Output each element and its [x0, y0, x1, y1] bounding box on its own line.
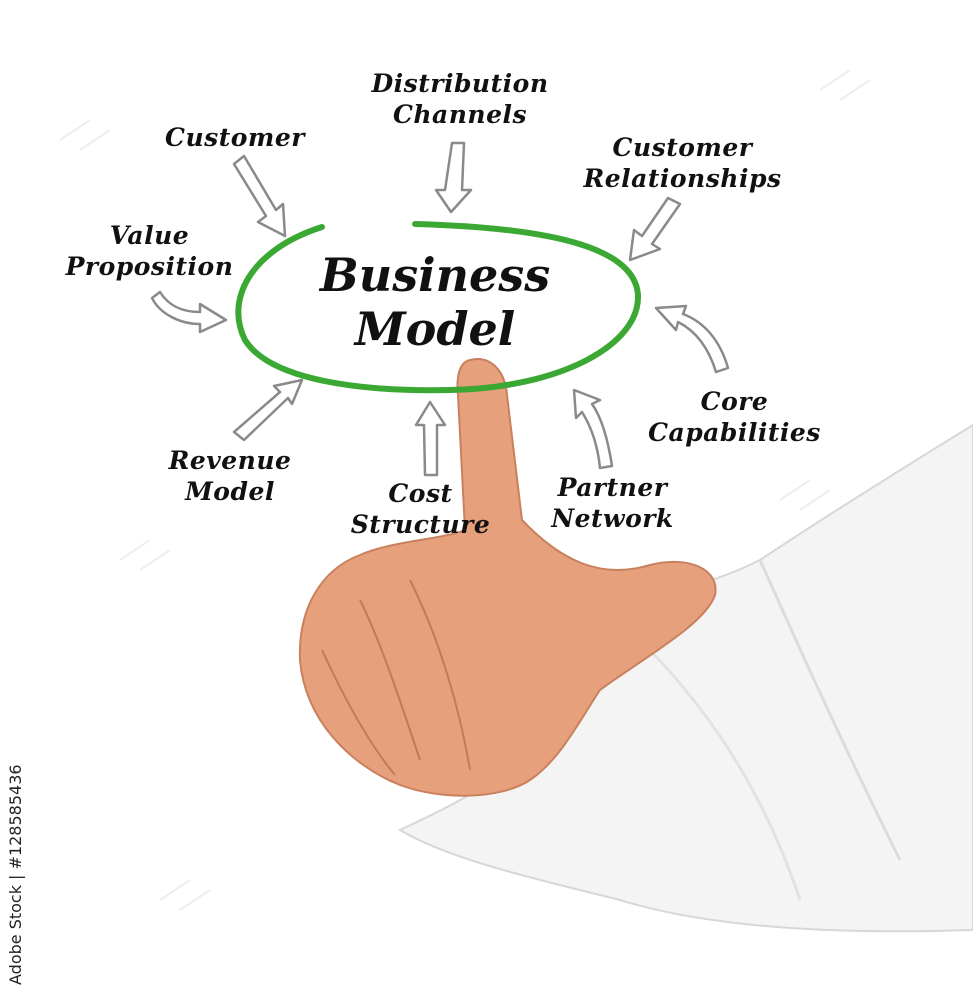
label-core-line2: Capabilities	[648, 418, 821, 447]
label-distribution-channels: Distribution Channels	[355, 68, 565, 130]
label-customer-relationships: Customer Relationships	[570, 132, 795, 194]
arrow-partner-network	[572, 388, 614, 470]
label-value-line2: Proposition	[65, 252, 234, 281]
knuckle-line	[409, 579, 471, 771]
label-revenue-model: Revenue Model	[150, 445, 310, 507]
label-partner-line2: Network	[551, 504, 674, 533]
label-cost-line2: Structure	[350, 510, 491, 539]
business-model-ring	[235, 221, 642, 394]
label-value-proposition: Value Proposition	[52, 220, 247, 282]
arrow-revenue-model	[232, 378, 304, 442]
label-customer: Customer	[160, 122, 310, 153]
pointing-hand	[298, 358, 717, 797]
label-relationships-line1: Customer	[612, 133, 753, 162]
center-title-line2: Model	[354, 302, 516, 356]
label-cost-line1: Cost	[388, 479, 453, 508]
label-distribution-line2: Channels	[392, 100, 528, 129]
label-revenue-line1: Revenue	[168, 446, 292, 475]
label-customer-line1: Customer	[165, 123, 305, 152]
label-cost-structure: Cost Structure	[338, 478, 503, 540]
arrow-value-proposition	[150, 290, 228, 334]
arrow-core-capabilities	[654, 304, 730, 374]
center-title: Business Model	[255, 248, 615, 356]
arrows	[150, 141, 730, 477]
arrow-cost-structure	[414, 400, 447, 477]
knuckle-line	[321, 649, 396, 776]
label-core-line1: Core	[700, 387, 769, 416]
stock-watermark: Adobe Stock | #128585436	[6, 764, 25, 985]
knuckle-line	[359, 599, 421, 761]
label-revenue-line2: Model	[185, 477, 275, 506]
sleeve-fold	[758, 559, 902, 861]
sleeve-fold	[638, 638, 802, 901]
label-partner-network: Partner Network	[540, 472, 685, 534]
label-partner-line1: Partner	[557, 473, 668, 502]
label-relationships-line2: Relationships	[583, 164, 782, 193]
center-title-line1: Business	[319, 248, 551, 302]
label-core-capabilities: Core Capabilities	[632, 386, 837, 448]
arrow-distribution	[434, 141, 473, 214]
stock-watermark-pattern	[59, 69, 871, 911]
label-distribution-line1: Distribution	[371, 69, 549, 98]
arrow-customer	[232, 154, 287, 238]
label-value-line1: Value	[109, 221, 190, 250]
arrow-relationships	[628, 196, 682, 262]
